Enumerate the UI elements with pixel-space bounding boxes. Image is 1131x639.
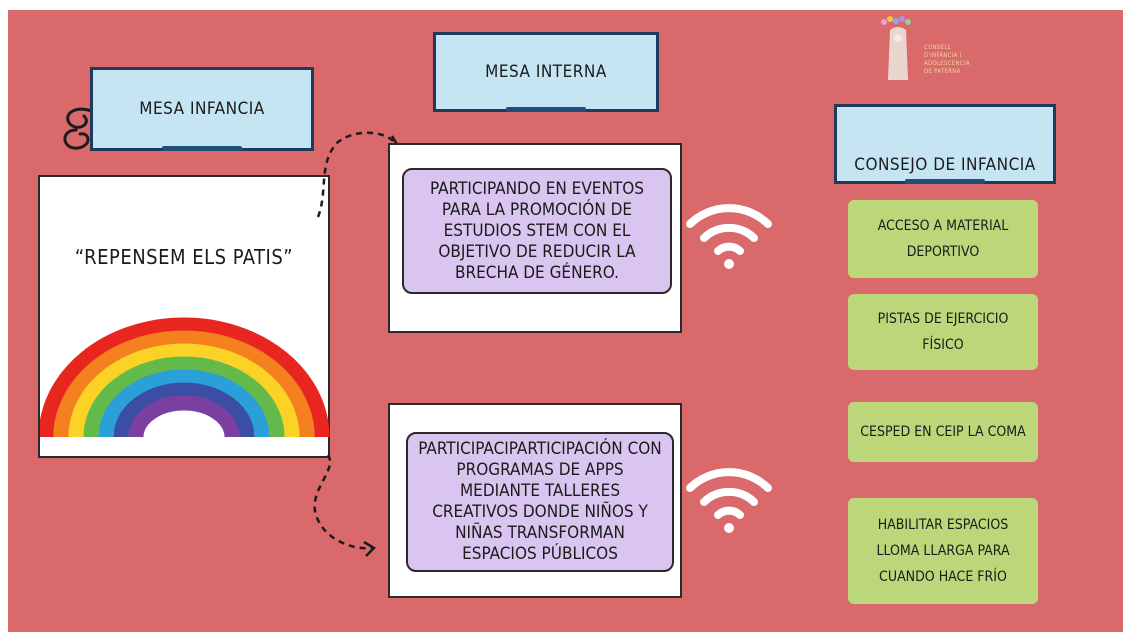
wifi-icon [686, 204, 772, 269]
green-box-material: ACCESO A MATERIAL DEPORTIVO [848, 200, 1038, 278]
mesa-infancia-label: MESA INFANCIA [139, 99, 265, 119]
consejo-infancia-label: CONSEJO DE INFANCIA [854, 155, 1036, 175]
green-box-cesped: CESPED EN CEIP LA COMA [848, 402, 1038, 462]
dashed-arrow-bottom [313, 454, 377, 557]
green-box-pistas: PISTAS DE EJERCICIO FÍSICO [848, 294, 1038, 370]
apps-box: PARTICIPACIPARTICIPACIÓN CON PROGRAMAS D… [406, 432, 674, 572]
apps-text: PARTICIPACIPARTICIPACIÓN CON PROGRAMAS D… [418, 439, 662, 564]
slide: MESA INFANCIA MESA INTERNA CONSEJO DE IN… [8, 10, 1123, 632]
stem-box: PARTICIPANDO EN EVENTOS PARA LA PROMOCIÓ… [402, 168, 672, 294]
mesa-interna-header: MESA INTERNA [433, 32, 659, 112]
green-box-habilitar: HABILITAR ESPACIOS LLOMA LLARGA PARA CUA… [848, 498, 1038, 604]
mesa-infancia-header: MESA INFANCIA [90, 67, 314, 151]
repensem-title: “REPENSEM ELS PATIS” [74, 245, 294, 269]
logo: CONSELL D'INFÀNCIA I ADOLESCÈNCIA DE PAT… [880, 16, 1000, 88]
rainbow-icon [40, 317, 330, 438]
stem-text: PARTICIPANDO EN EVENTOS PARA LA PROMOCIÓ… [430, 178, 644, 283]
mesa-interna-label: MESA INTERNA [485, 62, 607, 82]
spiral-doodle-icon [63, 107, 96, 150]
logo-figure-icon [881, 16, 911, 80]
repensem-card: “REPENSEM ELS PATIS” [38, 175, 330, 458]
logo-text: CONSELL D'INFÀNCIA I ADOLESCÈNCIA DE PAT… [924, 44, 970, 75]
consejo-infancia-header: CONSEJO DE INFANCIA [834, 104, 1056, 184]
wifi-icon [686, 468, 772, 533]
